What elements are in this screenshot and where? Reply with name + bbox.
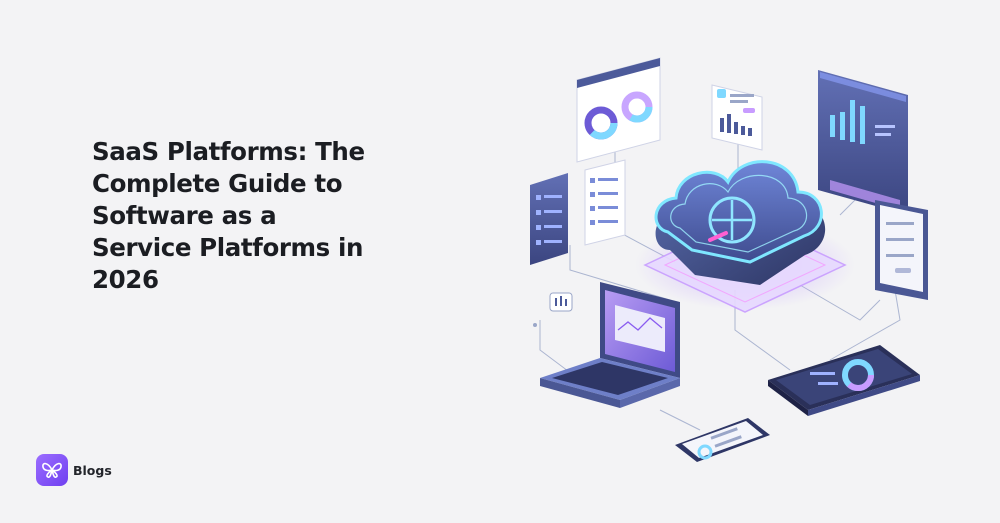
phone-icon xyxy=(675,418,770,462)
title-line-4: Service Platforms in xyxy=(92,233,364,262)
laptop-icon xyxy=(540,282,680,408)
checklist-panel-icon xyxy=(584,159,626,246)
cloud-icon xyxy=(654,160,826,285)
butterfly-logo-icon xyxy=(36,454,68,486)
title-line-3: Software as a xyxy=(92,201,277,230)
title-line-1: SaaS Platforms: The xyxy=(92,137,365,166)
brand-name: Blogs xyxy=(73,462,112,478)
tablet-icon xyxy=(768,345,920,416)
title-line-2: Complete Guide to xyxy=(92,169,343,198)
brand-link[interactable]: Blogs xyxy=(36,454,112,486)
saas-illustration xyxy=(530,57,928,462)
bar-chart-panel-icon xyxy=(711,84,763,151)
dashboard-panel-icon xyxy=(576,57,661,163)
page-title: SaaS Platforms: The Complete Guide to So… xyxy=(92,136,392,296)
title-line-5: 2026 xyxy=(92,265,159,294)
